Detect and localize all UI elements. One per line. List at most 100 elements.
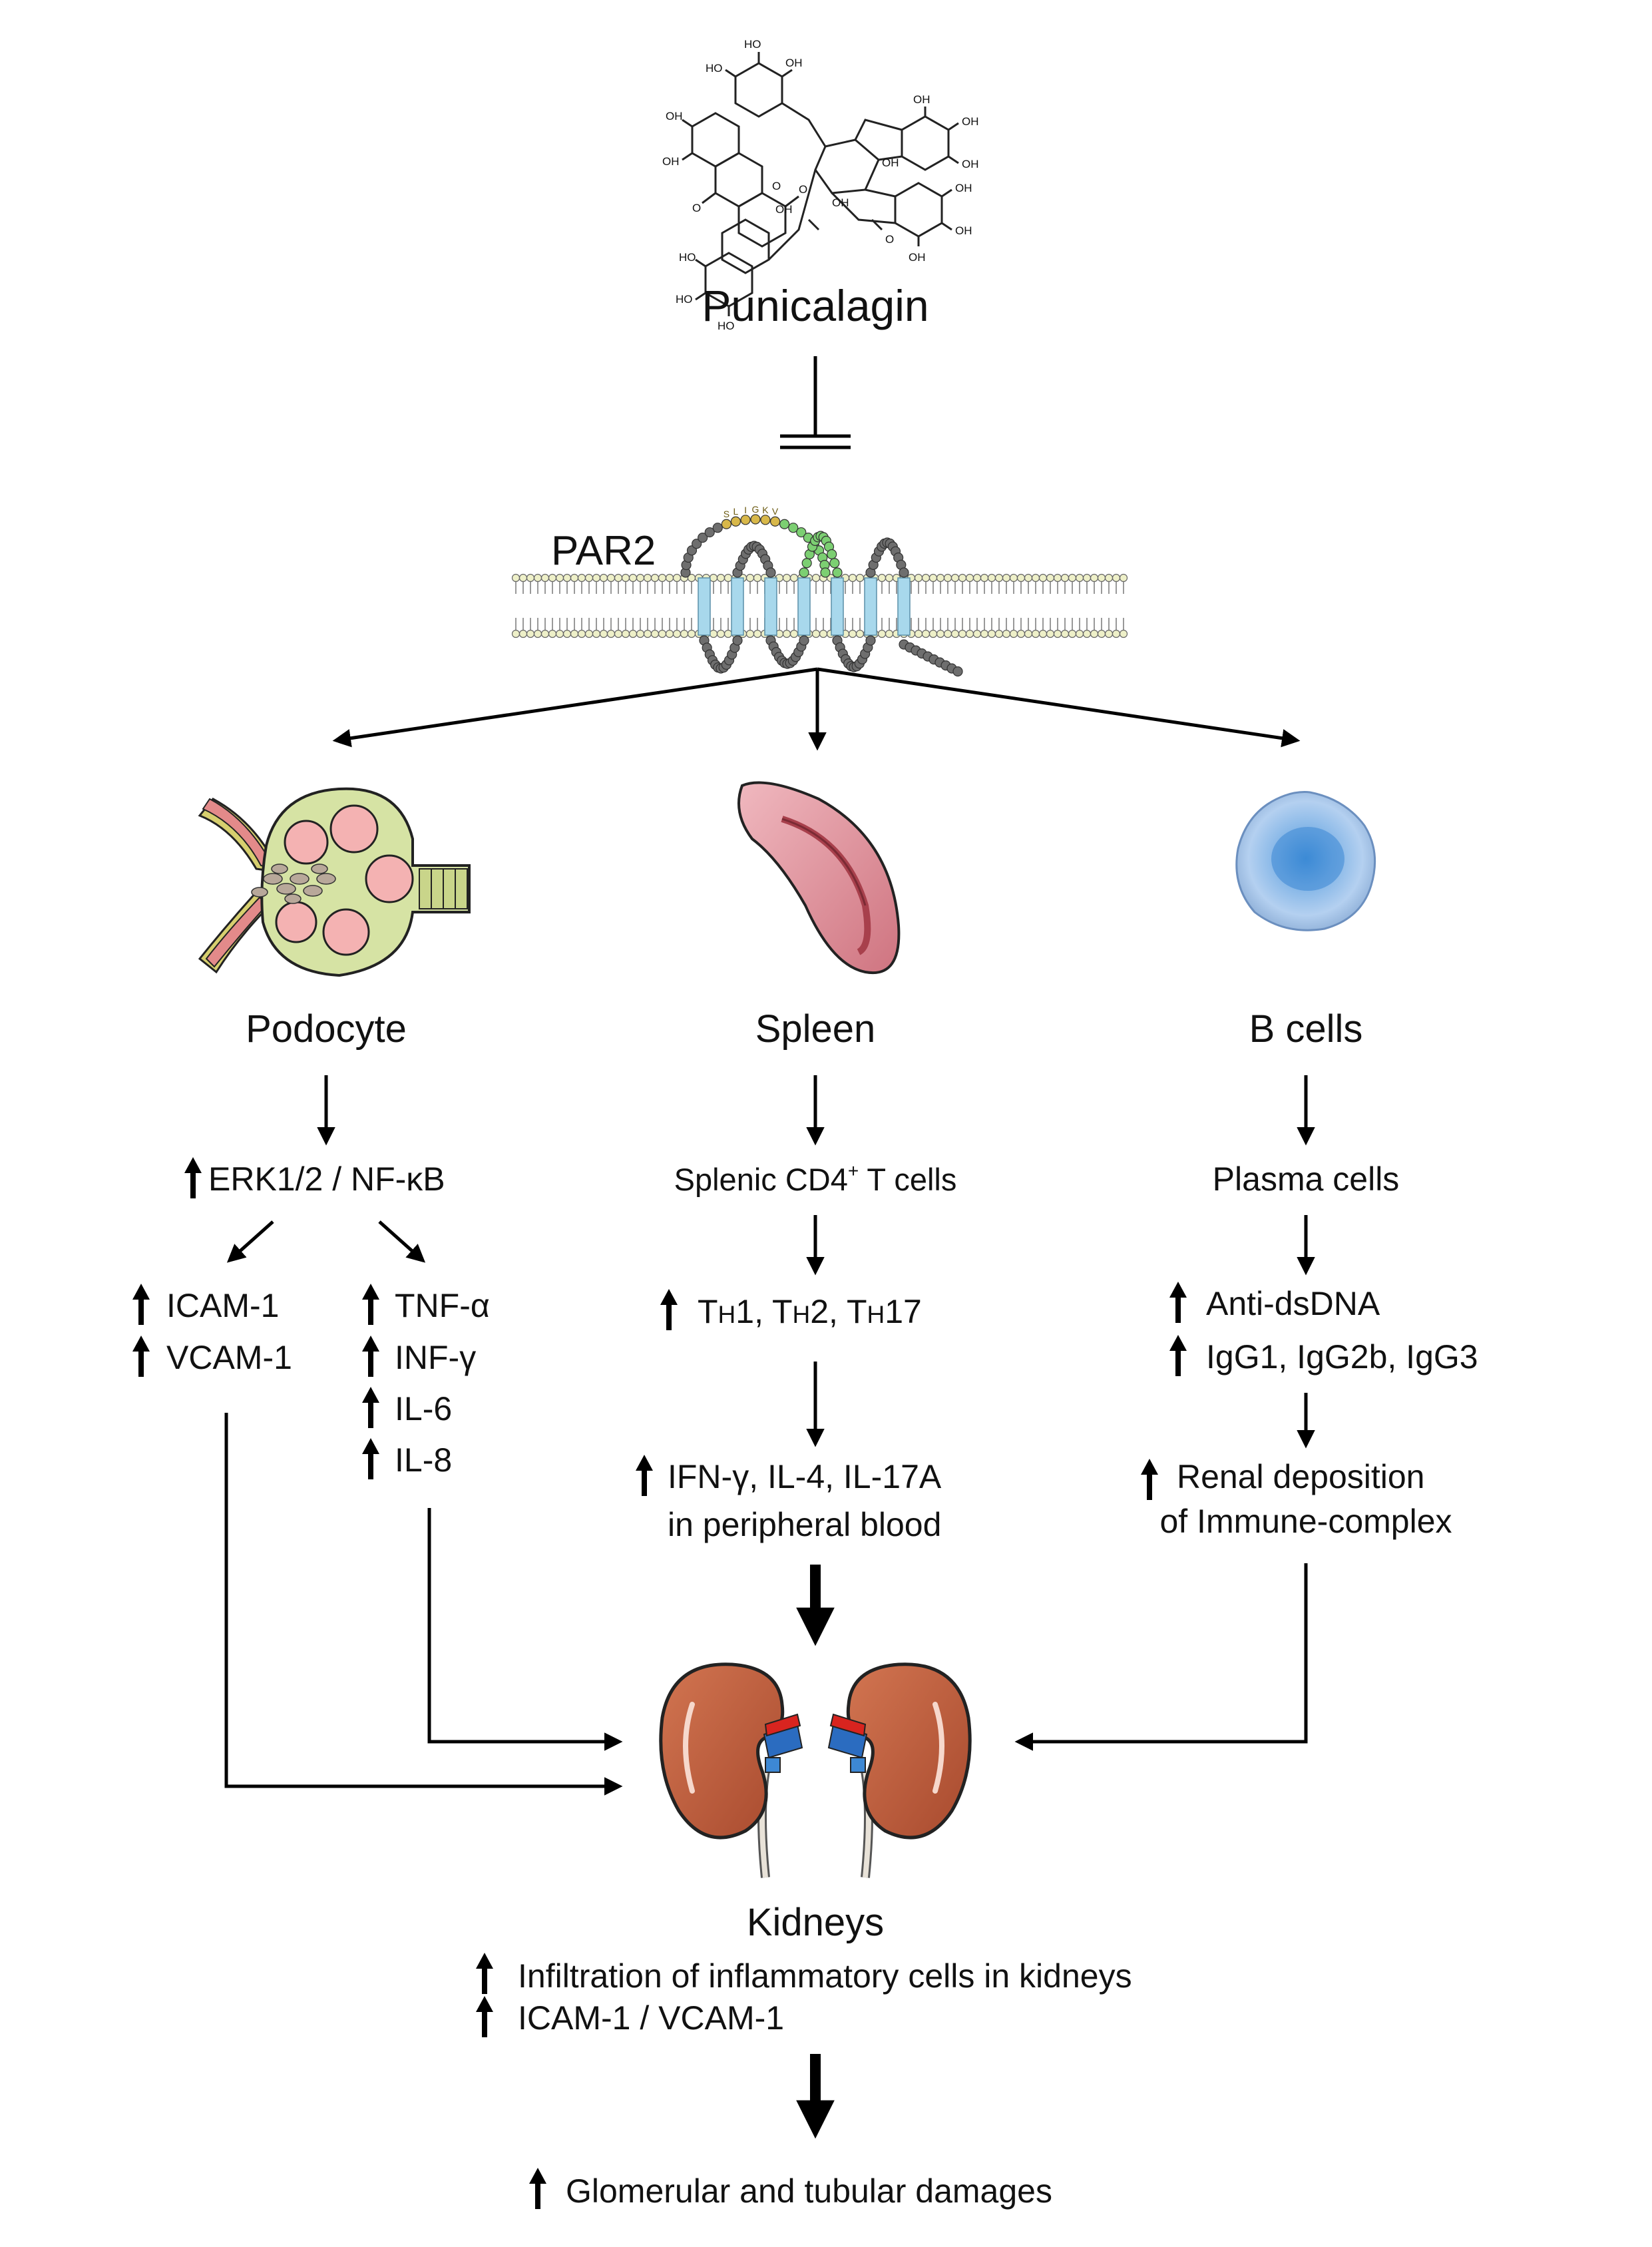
lipid-head xyxy=(643,573,652,583)
lipid-head xyxy=(855,573,865,583)
lipid-head xyxy=(599,573,608,583)
lipid-head xyxy=(570,573,579,583)
lipid-head xyxy=(658,573,667,583)
motif-letter: V xyxy=(772,506,779,517)
spleen-step3-line1: IFN-γ, IL-4, IL-17A xyxy=(668,1458,942,1495)
lipid-head xyxy=(965,629,974,638)
lipid-head xyxy=(1009,573,1018,583)
lipid-head xyxy=(1060,573,1070,583)
atom-label: HO xyxy=(718,320,735,332)
atom-label: OH xyxy=(662,155,680,168)
lipid-head xyxy=(540,629,550,638)
lipid-head xyxy=(929,629,938,638)
atom-label: HO xyxy=(744,38,761,51)
lipid-head xyxy=(994,629,1004,638)
lipid-head xyxy=(958,629,967,638)
atom-label: OH xyxy=(955,224,972,237)
lipid-head xyxy=(1038,629,1048,638)
lipid-head xyxy=(716,573,725,583)
cytokine-item: IL-6 xyxy=(395,1390,452,1427)
up-arrow-icon xyxy=(476,1953,493,1994)
lipid-head xyxy=(599,629,608,638)
lipid-head xyxy=(789,573,799,583)
receptor-intracellular-loop-bead xyxy=(799,635,809,646)
lipid-head xyxy=(1002,629,1011,638)
lipid-head xyxy=(914,629,923,638)
transmembrane-helix xyxy=(864,577,877,636)
punicalagin-structure xyxy=(682,52,959,316)
lipid-head xyxy=(1031,573,1040,583)
connector-cytokines-to-kidneys xyxy=(427,1508,623,1751)
spleen-step2: TH1, TH2, TH17 xyxy=(698,1293,922,1330)
bcells-title: B cells xyxy=(1249,1007,1363,1051)
lipid-head xyxy=(1097,629,1106,638)
lipid-head xyxy=(533,629,542,638)
receptor-n-terminal-bead xyxy=(712,523,723,533)
arrow-to-adhesion xyxy=(226,1220,274,1263)
lipid-head xyxy=(811,629,821,638)
connector-bcells-to-kidneys xyxy=(1014,1563,1308,1751)
lipid-head xyxy=(562,573,572,583)
lipid-head xyxy=(650,629,660,638)
lipid-head xyxy=(1090,573,1099,583)
lipid-head xyxy=(980,629,989,638)
transmembrane-helix xyxy=(731,577,744,636)
spleen-step3-line2: in peripheral blood xyxy=(668,1506,941,1543)
lipid-head xyxy=(753,573,762,583)
atom-label: OH xyxy=(666,110,683,123)
lipid-head xyxy=(562,629,572,638)
lipid-head xyxy=(577,573,586,583)
lipid-head xyxy=(1053,629,1062,638)
transmembrane-helix xyxy=(897,577,911,636)
atom-label: OH xyxy=(785,57,803,69)
lipid-head xyxy=(518,573,528,583)
lipid-head xyxy=(1024,573,1033,583)
atom-label: HO xyxy=(706,62,723,75)
lipid-head xyxy=(680,629,689,638)
lipid-head xyxy=(672,629,682,638)
compound-name: Punicalagin xyxy=(702,281,929,330)
lipid-head xyxy=(914,573,923,583)
receptor-n-terminal-bead xyxy=(779,519,790,529)
lipid-head xyxy=(723,573,733,583)
lipid-head xyxy=(1075,629,1084,638)
lipid-head xyxy=(665,573,674,583)
atom-label: O xyxy=(799,183,807,196)
atom-label: OH xyxy=(955,182,972,194)
lipid-head xyxy=(987,573,996,583)
lipid-head xyxy=(943,573,952,583)
receptor-extracellular-loop-bead xyxy=(801,558,812,569)
lipid-head xyxy=(526,573,535,583)
motif-letter: G xyxy=(752,504,759,515)
lipid-head xyxy=(921,629,930,638)
lipid-head xyxy=(518,629,528,638)
podocyte-cytokine-list: TNF-α INF-γ IL-6 IL-8 xyxy=(362,1284,490,1479)
atom-label: O xyxy=(772,180,781,192)
atom-label: OH xyxy=(962,115,979,128)
lipid-head xyxy=(819,629,828,638)
spleen-step1: Splenic CD4+ T cells xyxy=(674,1160,957,1197)
lipid-head xyxy=(643,629,652,638)
lipid-head xyxy=(877,629,887,638)
bcells-step2-line2: IgG1, IgG2b, IgG3 xyxy=(1206,1338,1478,1375)
lipid-head xyxy=(972,573,982,583)
lipid-head xyxy=(548,573,557,583)
lipid-head xyxy=(782,629,791,638)
lipid-head xyxy=(511,573,520,583)
up-arrow-icon xyxy=(1141,1459,1158,1500)
lipid-head xyxy=(987,629,996,638)
up-arrow-icon xyxy=(132,1284,150,1325)
lipid-head xyxy=(950,573,960,583)
receptor-extracellular-loop-bead xyxy=(765,567,776,578)
lipid-head xyxy=(1016,629,1026,638)
receptor-n-terminal-bead xyxy=(721,519,731,529)
lipid-head xyxy=(950,629,960,638)
atom-label: HO xyxy=(676,293,693,306)
lipid-head xyxy=(723,629,733,638)
up-arrow-icon xyxy=(132,1336,150,1377)
kidneys-title: Kidneys xyxy=(747,1901,884,1944)
lipid-head xyxy=(1046,573,1055,583)
lipid-head xyxy=(570,629,579,638)
kidneys-illustration xyxy=(659,1662,972,1878)
